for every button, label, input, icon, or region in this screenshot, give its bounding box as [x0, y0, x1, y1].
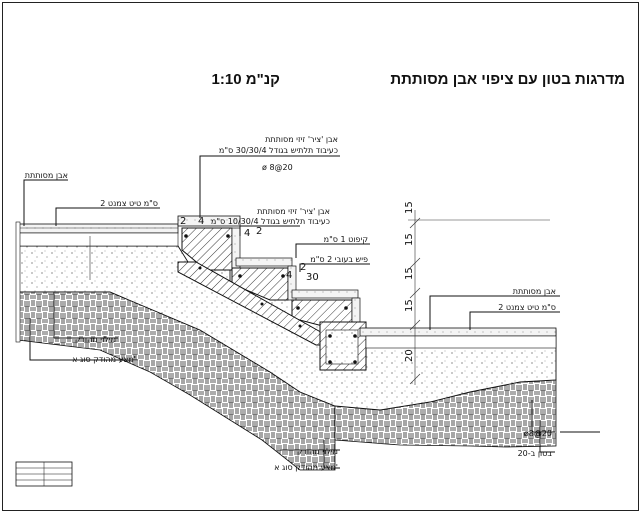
step-block-1 [181, 227, 233, 271]
dim-tread: 30 [306, 272, 319, 283]
label-nosing: קיפוט 1 ס"מ [324, 235, 369, 244]
dim-riser-1: 15 [404, 233, 415, 246]
label-concrete-grade: בטון ב-20 [518, 449, 553, 458]
step-tread-stone-3 [291, 289, 359, 299]
sheet-border [2, 2, 639, 511]
right-stone-paving [359, 327, 557, 337]
label-rebar-bottom: ø8@20 [524, 429, 552, 438]
top-tread-stone [177, 215, 241, 227]
label-rebar-top: ø 8@20 [262, 163, 293, 172]
dim-f: 2 [300, 262, 306, 273]
dim-e: 4 [286, 270, 292, 281]
dim-b: 2 [180, 216, 186, 227]
label-left-mortar: 2 ס"מ טיט צמנט [100, 199, 158, 208]
left-stone-paving [17, 223, 179, 234]
label-top-stone-2: כעיבוד תלתיש בגודל 30/30/4 ס"מ [219, 146, 338, 155]
label-upper-stone-2: כעיבוד תלתיש בגודל 10/30/4 ס"מ [211, 217, 330, 226]
right-mortar-bed [365, 335, 557, 349]
left-edge-strip [15, 221, 21, 343]
label-right-stone: אבן מסותתת [513, 287, 556, 296]
label-bottom-soil-1: מילוי מהודק [297, 447, 338, 456]
label-left-soil-1: מילוי מהודק [75, 335, 116, 344]
dim-g: 15 [404, 201, 415, 214]
step-block-2 [231, 267, 289, 301]
drawing-scale: קנ"מ 1:10 [212, 71, 280, 88]
title-block-stamp [15, 461, 73, 487]
dim-a: 4 [198, 216, 204, 227]
label-right-mortar: 2 ס"מ טיט צמנט [498, 303, 556, 312]
label-chamfer: פיש בעובי 2 ס"מ [310, 255, 368, 264]
left-mortar-bed [17, 232, 179, 247]
drawing-title: מדרגות בטון עם ציפוי אבן מסותתת [390, 71, 625, 88]
dim-riser-3: 15 [404, 299, 415, 312]
dim-d: 2 [256, 226, 262, 237]
dim-c: 4 [244, 228, 250, 239]
label-top-stone-1: אבן 'ציר' זיזי מסותתת [265, 135, 338, 144]
step-tread-stone-2 [235, 257, 293, 267]
label-left-stone: אבן מסותתת [25, 171, 68, 180]
rebar-dots [184, 234, 357, 364]
label-upper-stone-1: אבן 'ציר' זיזי מסותתת [257, 207, 330, 216]
leader-lines [23, 155, 600, 469]
label-left-soil-2: מצע מהודק סוג א' [72, 355, 136, 364]
label-bottom-soil-2: מצע מהודק סוג א' [274, 463, 338, 472]
dim-riser-2: 15 [404, 267, 415, 280]
dim-slab: 20 [404, 349, 415, 362]
dimension-lines [89, 210, 550, 385]
